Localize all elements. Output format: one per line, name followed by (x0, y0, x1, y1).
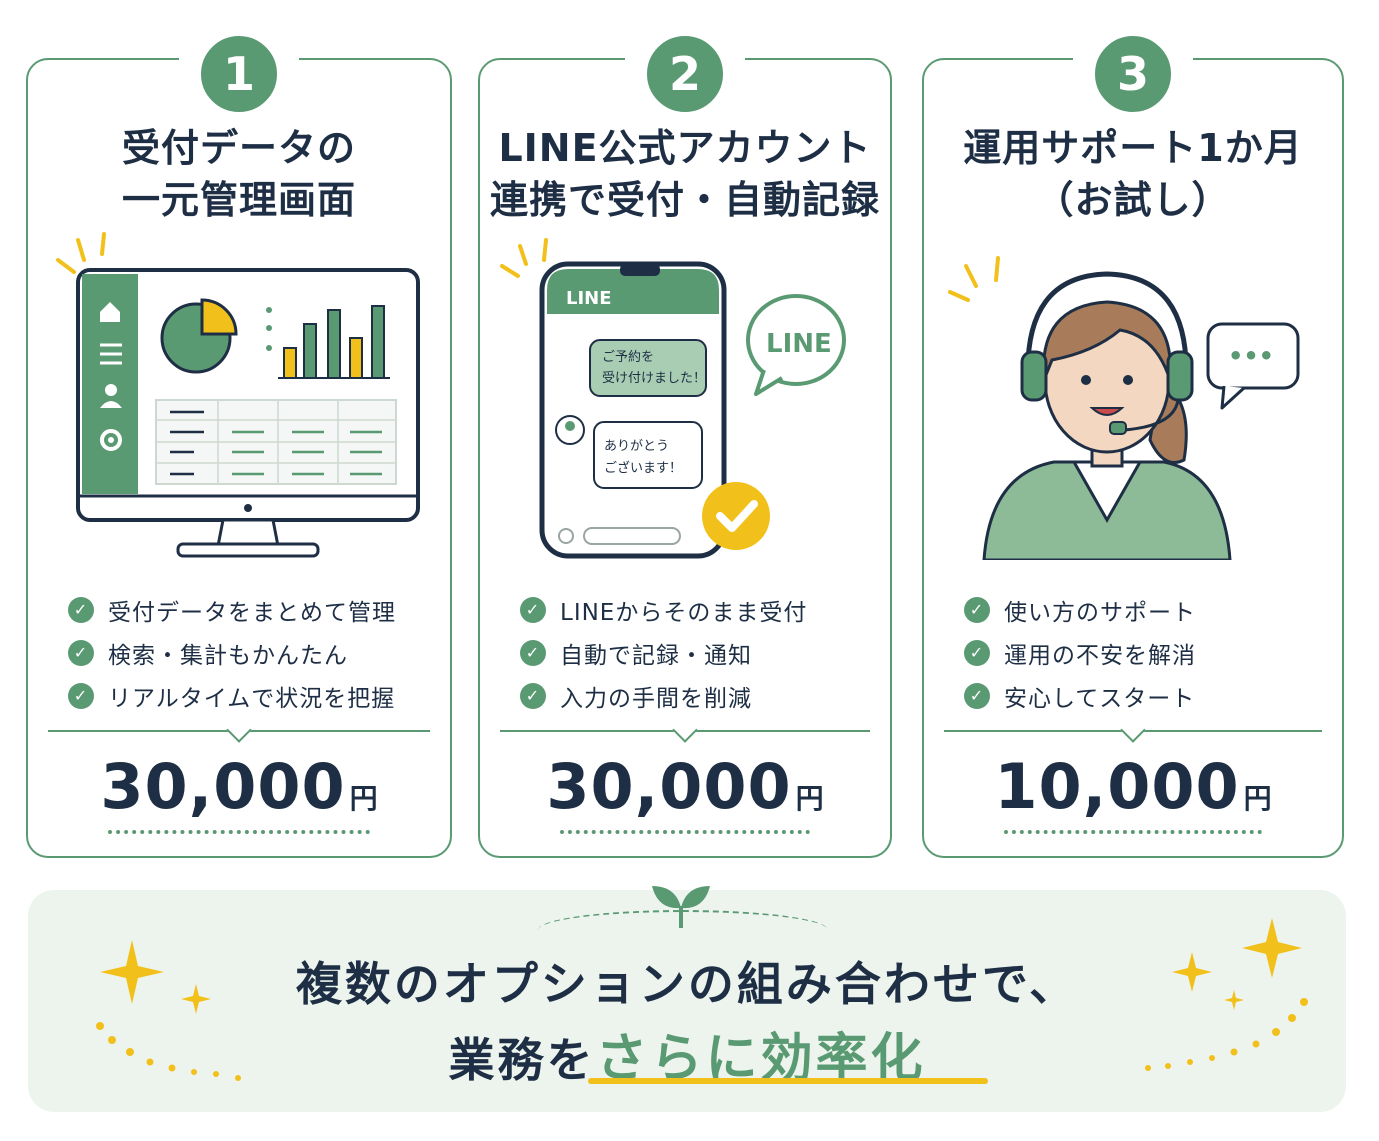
menu-icon (100, 343, 122, 365)
feature-list: ✓使い方のサポート ✓運用の不安を解消 ✓安心してスタート (964, 588, 1196, 717)
card-title: LINE公式アカウント 連携で受付・自動記録 (489, 126, 880, 222)
number-badge: 3 (1089, 30, 1177, 118)
check-icon: ✓ (964, 596, 990, 623)
list-item: ✓使い方のサポート (964, 588, 1196, 631)
check-icon: ✓ (964, 639, 990, 666)
check-icon: ✓ (68, 596, 94, 623)
check-icon (716, 500, 758, 532)
line-logo: LINE (766, 329, 832, 359)
svg-text:ありがとう: ありがとう (604, 439, 669, 454)
option-card-line: 2 LINE公式アカウント 連携で受付・自動記録 LINE ご予約を 受け付けま… (478, 30, 892, 858)
list-item: ✓リアルタイムで状況を把握 (68, 674, 396, 717)
monitor-illustration (28, 230, 450, 560)
check-icon: ✓ (520, 639, 546, 666)
list-item: ✓運用の不安を解消 (964, 631, 1196, 674)
list-item: ✓LINEからそのまま受付 (520, 588, 807, 631)
number-badge: 2 (641, 30, 729, 118)
svg-text:ございます！: ございます！ (604, 460, 682, 476)
card-title: 受付データの 一元管理画面 (121, 126, 356, 222)
list-item: ✓検索・集計もかんたん (68, 631, 396, 674)
list-item: ✓自動で記録・通知 (520, 631, 807, 674)
speech-bubble: ••• (1228, 342, 1274, 370)
phone-illustration: LINE ご予約を 受け付けました！ ありがとう ございます！ LINE (480, 230, 890, 560)
feature-list: ✓LINEからそのまま受付 ✓自動で記録・通知 ✓入力の手間を削減 (520, 588, 807, 717)
number-badge: 1 (195, 30, 283, 118)
list-item: ✓入力の手間を削減 (520, 674, 807, 717)
user-icon (100, 384, 122, 408)
summary-line1: 複数のオプションの組み合わせで、 (295, 957, 1079, 1011)
check-icon: ✓ (68, 639, 94, 666)
feature-list: ✓受付データをまとめて管理 ✓検索・集計もかんたん ✓リアルタイムで状況を把握 (68, 588, 396, 717)
gear-icon (100, 429, 122, 451)
list-item: ✓受付データをまとめて管理 (68, 588, 396, 631)
sparkle-icon (96, 940, 241, 1081)
card-title: 運用サポート1か月 （お試し） (963, 126, 1303, 222)
support-agent-illustration: ••• (924, 230, 1342, 562)
list-item: ✓安心してスタート (964, 674, 1196, 717)
sprout-icon (652, 886, 710, 928)
svg-text:受け付けました！: 受け付けました！ (602, 371, 706, 386)
summary-panel: 複数のオプションの組み合わせで、 業務をさらに効率化 (28, 886, 1346, 1112)
home-icon (100, 302, 120, 322)
option-card-support: 3 運用サポート1か月 （お試し） ••• ✓使い方のサポ (922, 30, 1344, 858)
phone-header: LINE (566, 288, 612, 309)
check-icon: ✓ (520, 596, 546, 623)
check-icon: ✓ (68, 682, 94, 709)
check-icon: ✓ (964, 682, 990, 709)
svg-text:ご予約を: ご予約を (602, 349, 654, 365)
sparkle-icon (1145, 918, 1308, 1071)
check-icon: ✓ (520, 682, 546, 709)
option-card-dashboard: 1 受付データの 一元管理画面 (26, 30, 452, 858)
